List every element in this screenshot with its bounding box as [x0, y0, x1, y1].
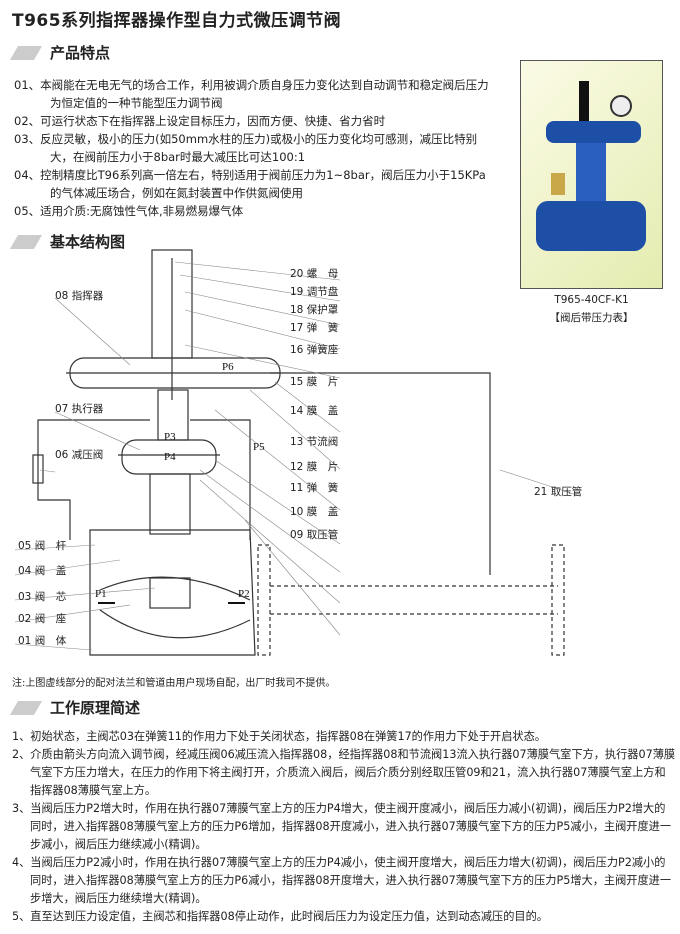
pressure-label-p5: P5: [253, 441, 265, 453]
features-list: 01、本阀能在无电无气的场合工作，利用被调介质自身压力变化达到自动调节和稳定阀后…: [14, 76, 494, 220]
valve-body: [89, 529, 256, 656]
section-features-heading: 产品特点: [9, 42, 111, 63]
impulse-pipes: [32, 372, 491, 575]
part-label: 11 弹 簧: [290, 482, 339, 494]
pressure-label-p1: P1: [95, 588, 107, 600]
part-label: 06 减压阀: [55, 449, 104, 461]
section-structure-heading: 基本结构图: [9, 231, 126, 252]
part-label: 19 调节盘: [290, 286, 339, 298]
part-label: 15 膜 片: [290, 376, 339, 388]
diagram-note: 注:上图虚线部分的配对法兰和管道由用户现场自配，出厂时我司不提供。: [12, 678, 336, 689]
feature-item: 02、可运行状态下在指挥器上设定目标压力，因而方便、快捷、省力省时: [14, 114, 386, 128]
principle-item: 4、当阀后压力P2减小时，作用在执行器07薄膜气室上方的压力P4减小，使主阀开度…: [12, 856, 672, 905]
pilot-spring-housing: [151, 249, 193, 400]
structure-diagram: P6 P3 P4 P5 P1 P2: [14, 249, 581, 656]
principle-item: 2、介质由箭头方向流入调节阀，经减压阀06减压流入指挥器08，经指挥器08和节流…: [12, 748, 676, 797]
section-title: 工作原理简述: [50, 699, 141, 717]
feature-item: 04、控制精度比T96系列高一倍左右，特别适用于阀前压力为1~8bar，阀后压力…: [14, 168, 486, 200]
feature-item: 05、适用介质:无腐蚀性气体,非易燃易爆气体: [14, 204, 244, 218]
part-label: 14 膜 盖: [290, 405, 339, 417]
principle-item: 3、当阀后压力P2增大时，作用在执行器07薄膜气室上方的压力P4增大，使主阀开度…: [12, 802, 672, 851]
part-label: 12 膜 片: [290, 461, 339, 473]
part-label: 04 阀 盖: [18, 565, 67, 577]
part-label: 05 阀 杆: [18, 540, 67, 552]
part-label: 07 执行器: [55, 403, 104, 415]
feature-item: 01、本阀能在无电无气的场合工作，利用被调介质自身压力变化达到自动调节和稳定阀后…: [14, 78, 489, 110]
pressure-label-p2: P2: [238, 588, 250, 600]
section-title: 产品特点: [50, 44, 111, 62]
photo-model: T965-40CF-K1: [554, 294, 629, 306]
part-label: 09 取压管: [290, 529, 339, 541]
principle-item: 5、直至达到压力设定值，主阀芯和指挥器08停止动作，此时阀后压力为设定压力值，达…: [12, 910, 548, 923]
principle-item: 1、初始状态，主阀芯03在弹簧11的作用力下处于关闭状态，指挥器08在弹簧17的…: [12, 730, 546, 743]
leader-lines: [14, 261, 581, 651]
part-label: 16 弹簧座: [290, 344, 339, 356]
pressure-label-p6: P6: [222, 361, 234, 373]
part-label: 03 阀 芯: [18, 591, 67, 603]
part-label: 10 膜 盖: [290, 506, 339, 518]
downstream-pipe-dashed: [257, 544, 565, 656]
part-label: 20 螺 母: [290, 268, 339, 280]
page-title: T965系列指挥器操作型自力式微压调节阀: [12, 11, 342, 31]
section-title: 基本结构图: [50, 233, 126, 251]
part-label: 08 指挥器: [55, 290, 104, 302]
part-label: 18 保护罩: [290, 304, 339, 316]
section-marker-icon: [9, 700, 43, 715]
section-principle-heading: 工作原理简述: [9, 697, 141, 718]
pressure-label-p3: P3: [164, 431, 176, 443]
feature-item: 03、反应灵敏，极小的压力(如50mm水柱的压力)或极小的压力变化均可感测，减压…: [14, 132, 478, 164]
part-label: 17 弹 簧: [290, 322, 339, 334]
valve-photo-illustration: [536, 81, 646, 251]
part-label: 02 阀 座: [18, 613, 67, 625]
part-label: 13 节流阀: [290, 436, 339, 448]
product-photo: [520, 60, 663, 289]
principle-list: 1、初始状态，主阀芯03在弹簧11的作用力下处于关闭状态，指挥器08在弹簧17的…: [12, 728, 676, 926]
pilot-diaphragm: [66, 357, 281, 389]
part-label: 01 阀 体: [18, 635, 67, 647]
part-label: 21 取压管: [534, 486, 583, 498]
photo-caption: 【阀后带压力表】: [549, 312, 634, 324]
actuator: [118, 389, 220, 535]
pressure-label-p4: P4: [164, 451, 176, 463]
